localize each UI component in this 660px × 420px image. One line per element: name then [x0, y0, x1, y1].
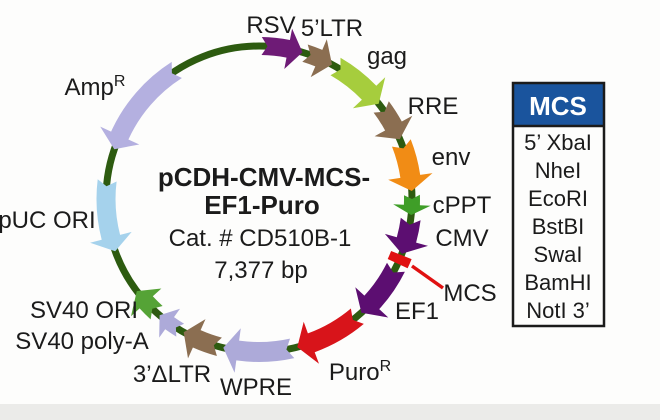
label-rsv: RSV	[246, 12, 295, 39]
label-gag: gag	[367, 43, 407, 70]
segment-sv40ori	[131, 288, 163, 320]
mcs-site-item: 5’ XbaI	[524, 130, 592, 155]
segment-wpre	[223, 328, 295, 373]
mcs-box: MCS 5’ XbaI NheI EcoRI BstBI SwaI BamHI …	[511, 81, 606, 328]
mcs-site-item: NotI 3’	[526, 298, 590, 323]
segment-ef1	[355, 262, 405, 318]
label-cppt: cPPT	[433, 192, 492, 219]
mcs-site-item: BstBI	[532, 214, 585, 239]
label-5ltr: 5’LTR	[301, 15, 363, 42]
label-3ltr: 3’ΔLTR	[133, 361, 211, 388]
plasmid-title-line1: pCDH-CMV-MCS-	[158, 162, 370, 192]
segment-cmv	[384, 217, 428, 254]
label-wpre: WPRE	[220, 374, 292, 401]
mcs-box-header-bg	[513, 83, 604, 126]
mcs-site-item: NheI	[535, 158, 581, 183]
label-env: env	[432, 144, 471, 171]
catalog-number: Cat. # CD510B-1	[169, 225, 352, 252]
segment-3ltr	[183, 319, 222, 359]
feature-arrows	[90, 28, 433, 373]
segment-gag	[330, 57, 386, 109]
label-cmv: CMV	[435, 225, 488, 252]
mcs-site-item: EcoRI	[528, 186, 588, 211]
segment-cppt	[393, 194, 431, 215]
segment-5ltr	[302, 39, 332, 78]
segment-rsv	[261, 28, 303, 70]
mcs-callout-line	[410, 264, 445, 290]
segment-amp	[100, 61, 182, 150]
label-sv40ori: SV40 ORI	[30, 297, 138, 324]
segment-puro	[297, 308, 364, 364]
label-rre: RRE	[408, 93, 459, 120]
label-puro: PuroR	[329, 358, 391, 386]
segment-mcs-site	[387, 251, 412, 269]
mcs-box-border	[511, 81, 606, 328]
mcs-callout-label: MCS	[443, 280, 496, 307]
label-amp: AmpR	[65, 73, 126, 101]
mcs-site-item: BamHI	[524, 270, 591, 295]
plasmid-title-line2: EF1-Puro	[204, 190, 320, 220]
label-sv40polya: SV40 poly-A	[15, 328, 148, 355]
plasmid-size: 7,377 bp	[214, 257, 307, 284]
mcs-box-title: MCS	[529, 91, 587, 121]
segment-pucori	[90, 179, 132, 252]
segment-env	[388, 139, 433, 191]
label-ef1: EF1	[395, 298, 439, 325]
mcs-site-item: SwaI	[534, 242, 583, 267]
segment-sv40polya	[159, 308, 185, 338]
segment-rre	[373, 101, 413, 140]
page-bottom-edge	[0, 404, 660, 420]
label-pucori: pUC ORI	[0, 207, 96, 234]
